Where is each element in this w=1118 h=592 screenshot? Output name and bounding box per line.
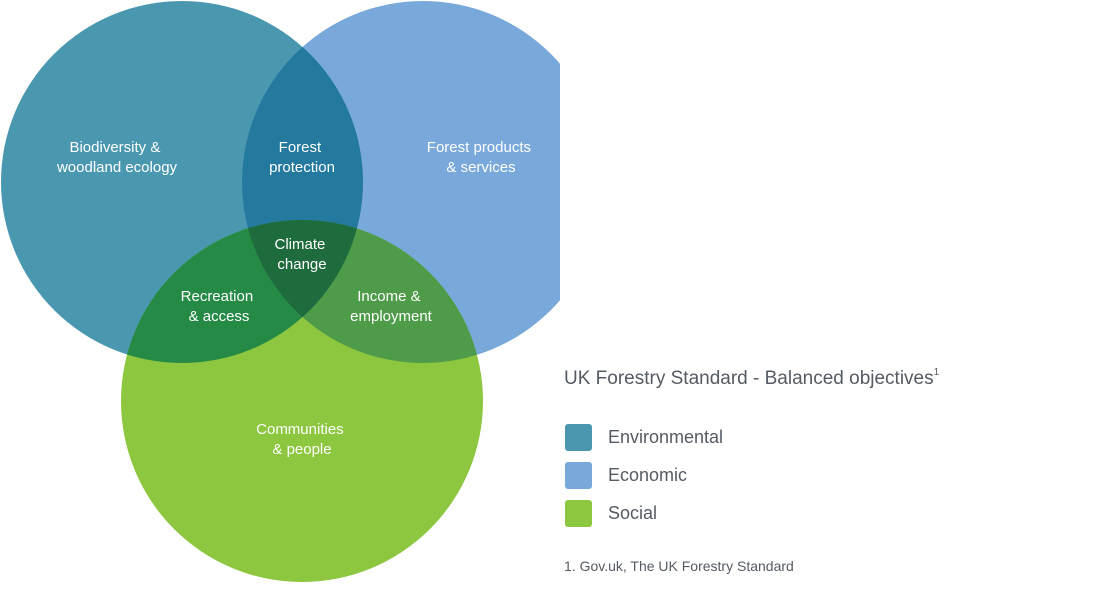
legend-swatch-environmental: [565, 423, 592, 451]
legend-swatch-social: [565, 499, 592, 527]
legend-label-environmental: Environmental: [608, 426, 724, 447]
legend: Environmental Economic Social: [565, 418, 723, 532]
legend-title: UK Forestry Standard - Balanced objectiv…: [564, 366, 940, 389]
label-econ-social: Income & employment: [350, 288, 433, 325]
footnote: 1. Gov.uk, The UK Forestry Standard: [564, 558, 794, 574]
label-social: Communities & people: [256, 421, 348, 458]
econ-social-overlap: [242, 220, 483, 363]
legend-label-economic: Economic: [608, 464, 688, 485]
venn-diagram: Biodiversity & woodland ecology Forest p…: [1, 1, 560, 582]
label-env-econ: Forest protection: [269, 139, 335, 176]
label-environmental: Biodiversity & woodland ecology: [56, 139, 178, 176]
legend-item-environmental: Environmental: [565, 418, 723, 456]
label-env-social: Recreation & access: [181, 288, 258, 325]
footnote-marker: 1: [933, 366, 940, 378]
legend-swatch-economic: [565, 461, 592, 489]
label-economic: Forest products & services: [427, 139, 535, 176]
legend-item-social: Social: [565, 494, 723, 532]
legend-label-social: Social: [608, 502, 658, 523]
legend-item-economic: Economic: [565, 456, 723, 494]
label-center: Climate change: [274, 236, 329, 273]
env-social-overlap: [121, 220, 363, 363]
